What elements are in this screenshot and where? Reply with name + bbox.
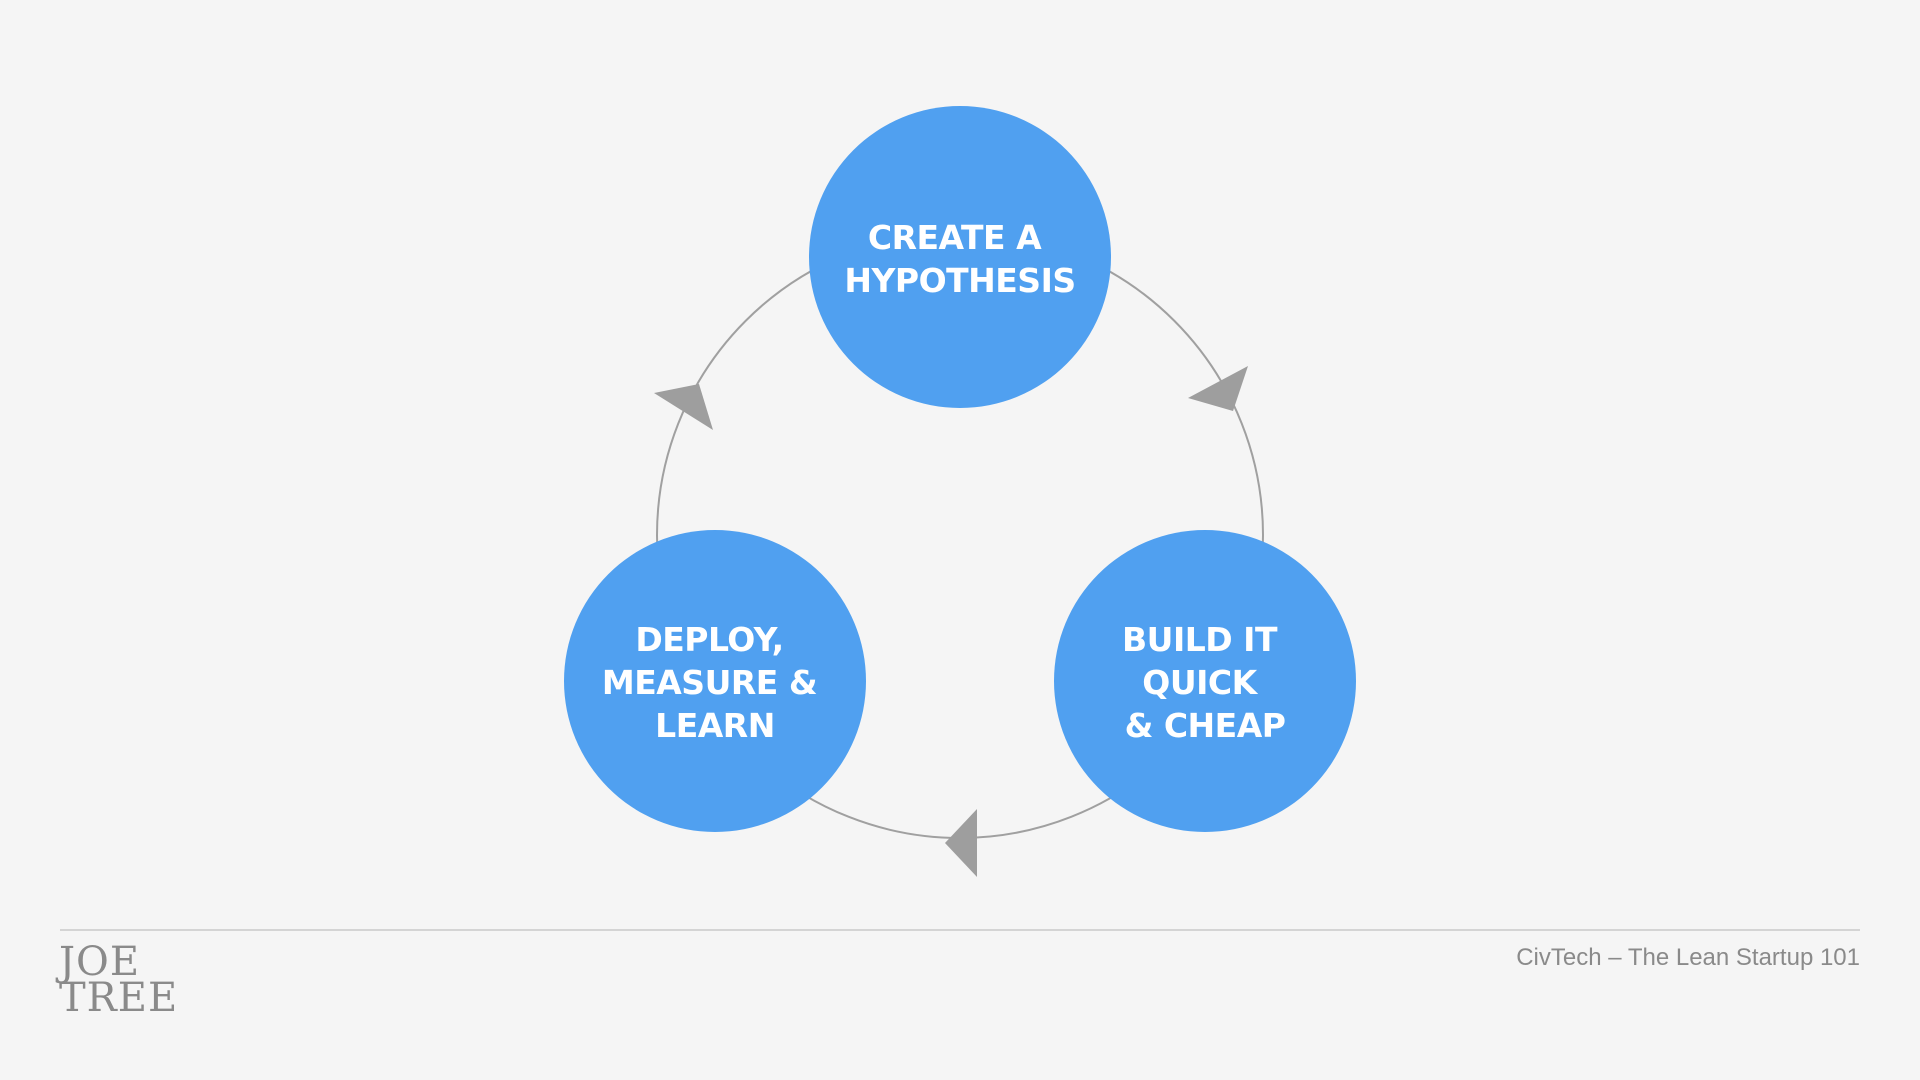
node-label-line: MEASURE & (602, 663, 817, 702)
node-label-line: BUILD IT (1122, 620, 1278, 659)
footer-caption: CivTech – The Lean Startup 101 (1516, 944, 1860, 971)
node-create-hypothesis: CREATE A HYPOTHESIS (809, 106, 1111, 408)
node-label-line: LEARN (655, 706, 775, 745)
node-circle-left (564, 530, 866, 832)
footer-divider (60, 929, 1860, 931)
joe-tree-logo: JOE TREE (59, 939, 179, 1021)
node-label-left: DEPLOY, MEASURE & LEARN (602, 620, 828, 745)
node-label-right: BUILD IT QUICK & CHEAP (1122, 620, 1288, 745)
logo-line-2: TREE (59, 975, 179, 1021)
node-build-it: BUILD IT QUICK & CHEAP (1054, 530, 1356, 832)
node-label-line: CREATE A (868, 218, 1042, 257)
node-deploy-measure-learn: DEPLOY, MEASURE & LEARN (564, 530, 866, 832)
node-circle-right (1054, 530, 1356, 832)
node-label-line: HYPOTHESIS (844, 261, 1075, 300)
node-label-top: CREATE A HYPOTHESIS (844, 218, 1075, 300)
node-circle-top (809, 106, 1111, 408)
node-label-line: DEPLOY, (635, 620, 783, 659)
arrowhead-right-to-left (945, 809, 977, 877)
logo-line-1: JOE (59, 939, 141, 985)
arrowhead-left-to-top (654, 384, 713, 430)
node-label-line: & CHEAP (1125, 706, 1286, 745)
node-label-line: QUICK (1142, 663, 1258, 702)
arrowhead-top-to-right (1188, 366, 1248, 411)
